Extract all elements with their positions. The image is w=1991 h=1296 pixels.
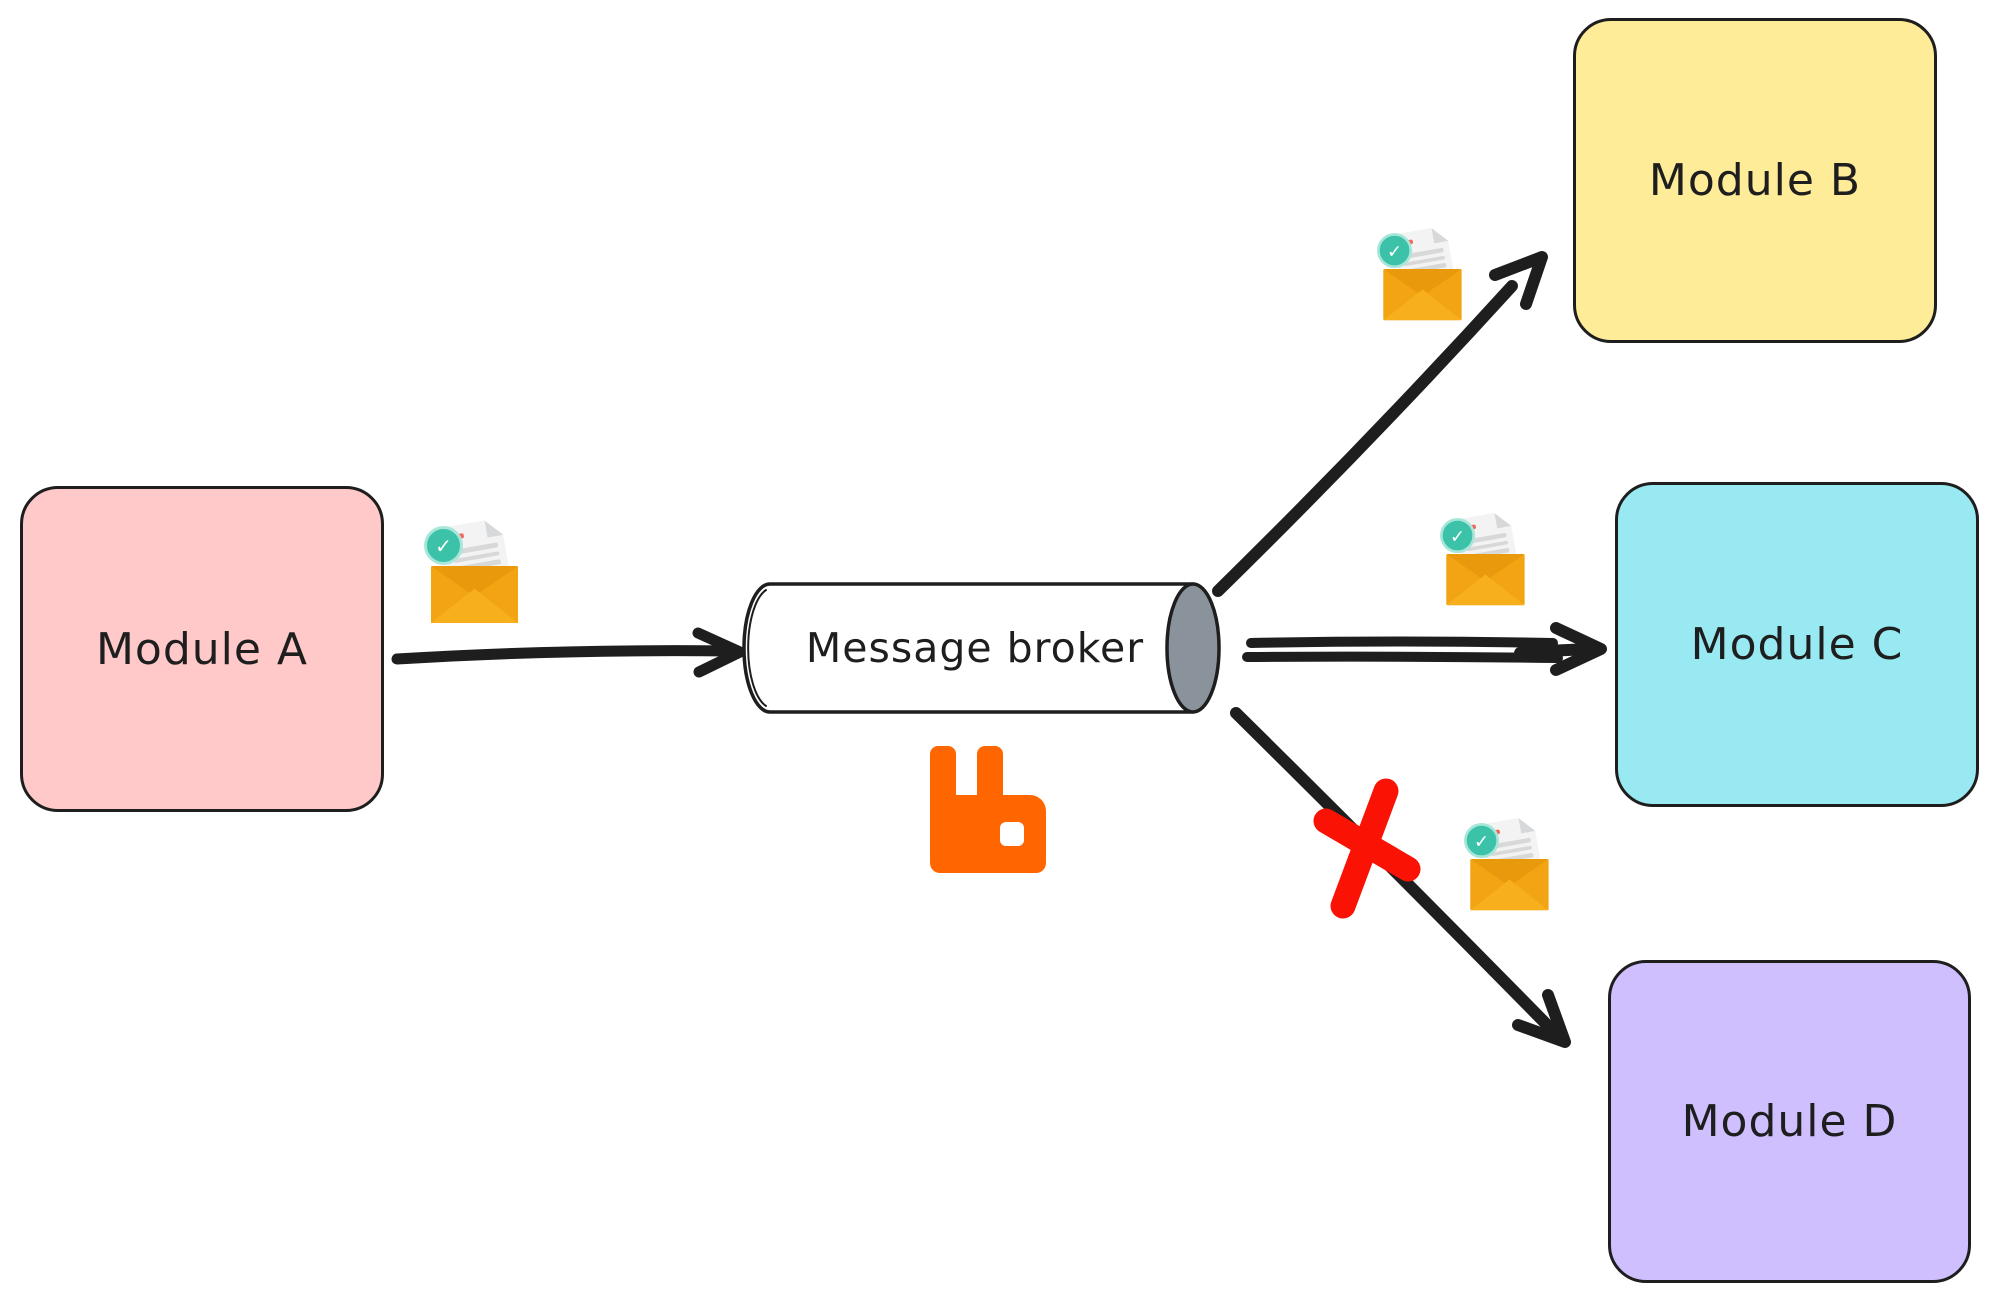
node-module-b: Module B: [1573, 18, 1937, 343]
node-module-c: Module C: [1615, 482, 1979, 807]
check-badge-icon: ✓: [1440, 518, 1476, 554]
delivered-mail-icon: ✓: [1464, 814, 1554, 911]
node-module-b-label: Module B: [1648, 155, 1862, 206]
broker-label-wrap: Message broker: [770, 598, 1180, 698]
check-badge-icon: ✓: [1377, 233, 1413, 269]
node-module-d-label: Module D: [1681, 1096, 1898, 1147]
envelope-icon: [1470, 859, 1549, 911]
delivered-mail-icon: ✓: [1377, 224, 1467, 321]
broker-label: Message broker: [805, 624, 1145, 672]
check-badge-icon: ✓: [424, 526, 463, 565]
check-badge-icon: ✓: [1464, 823, 1500, 859]
envelope-icon: [1446, 554, 1525, 606]
node-module-d: Module D: [1608, 960, 1971, 1283]
rabbitmq-logo: [930, 746, 1047, 873]
red-cross-icon: [1313, 778, 1421, 919]
arrow-a-to-broker: [391, 627, 746, 678]
arrow-broker-to-c: [1242, 622, 1607, 676]
node-module-a: Module A: [20, 486, 384, 812]
delivered-mail-icon: ✓: [1440, 509, 1530, 606]
envelope-icon: [431, 566, 518, 623]
delivered-mail-icon: ✓: [424, 516, 524, 624]
node-module-a-label: Module A: [95, 623, 309, 675]
document-corner-fold: [484, 517, 503, 537]
node-module-c-label: Module C: [1690, 619, 1904, 670]
envelope-icon: [1383, 269, 1462, 321]
